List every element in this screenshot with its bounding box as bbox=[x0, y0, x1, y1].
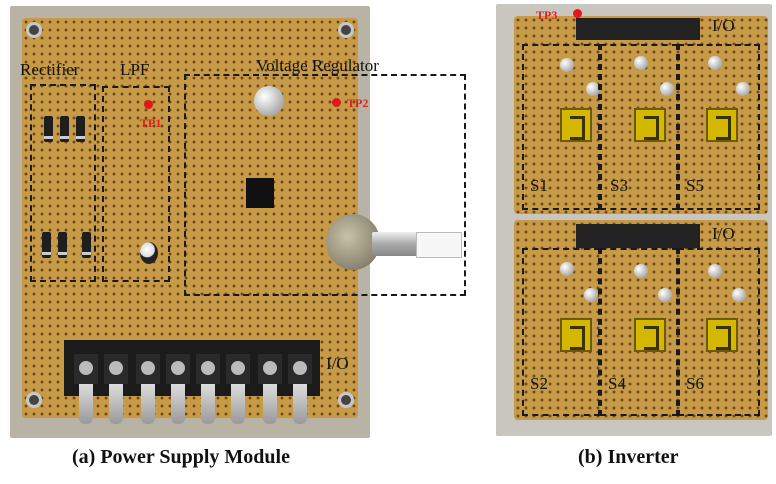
screw-terminal-icon bbox=[104, 354, 128, 384]
screw-terminal-icon bbox=[258, 354, 282, 384]
terminal-lug-icon bbox=[201, 384, 215, 424]
relay-icon bbox=[634, 108, 666, 142]
screw-terminal-icon bbox=[136, 354, 160, 384]
diode-icon bbox=[60, 116, 69, 142]
switch-box-s4 bbox=[600, 248, 678, 416]
relay-icon bbox=[706, 108, 738, 142]
transistor-can-icon bbox=[660, 82, 674, 96]
mount-hole-icon bbox=[26, 392, 42, 408]
relay-icon bbox=[560, 318, 592, 352]
caption-b: (b) Inverter bbox=[578, 446, 679, 468]
switch-label-s5: S5 bbox=[686, 176, 704, 195]
potentiometer-shaft-icon bbox=[372, 232, 418, 256]
tp3-label: TP3 bbox=[536, 8, 558, 22]
knob-icon bbox=[416, 232, 462, 258]
diode-icon bbox=[76, 116, 85, 142]
rectifier-box bbox=[30, 84, 96, 282]
caption-a: (a) Power Supply Module bbox=[72, 446, 290, 468]
relay-icon bbox=[560, 108, 592, 142]
transistor-can-icon bbox=[736, 82, 750, 96]
lpf-box bbox=[102, 86, 170, 282]
switch-box-s3 bbox=[600, 44, 678, 210]
switch-label-s4: S4 bbox=[608, 374, 626, 393]
test-point-marker bbox=[332, 98, 341, 107]
terminal-lug-icon bbox=[263, 384, 277, 424]
transistor-can-icon bbox=[634, 56, 648, 70]
tp2-label: TP2 bbox=[347, 96, 369, 110]
terminal-lug-icon bbox=[231, 384, 245, 424]
tp1-label: TP1 bbox=[140, 116, 162, 130]
switch-box-s5 bbox=[678, 44, 760, 210]
screw-terminal-icon bbox=[166, 354, 190, 384]
voltage-regulator-box bbox=[184, 74, 466, 296]
transistor-can-icon bbox=[708, 56, 722, 70]
transistor-can-icon bbox=[658, 288, 672, 302]
switch-box-s1 bbox=[522, 44, 600, 210]
diode-icon bbox=[42, 232, 51, 258]
inverter-io-bottom-label: I/O bbox=[712, 224, 735, 243]
switch-box-s6 bbox=[678, 248, 760, 416]
transistor-can-icon bbox=[560, 58, 574, 72]
transistor-can-icon bbox=[586, 82, 600, 96]
terminal-lug-icon bbox=[171, 384, 185, 424]
switch-label-s6: S6 bbox=[686, 374, 704, 393]
test-point-marker bbox=[573, 9, 582, 18]
diode-icon bbox=[82, 232, 91, 258]
transistor-can-icon bbox=[732, 288, 746, 302]
ic-chip-icon bbox=[246, 178, 274, 208]
screw-terminal-icon bbox=[226, 354, 250, 384]
transistor-can-icon bbox=[708, 264, 722, 278]
diode-icon bbox=[58, 232, 67, 258]
switch-label-s3: S3 bbox=[610, 176, 628, 195]
diode-icon bbox=[44, 116, 53, 142]
terminal-lug-icon bbox=[293, 384, 307, 424]
switch-label-s1: S1 bbox=[530, 176, 548, 195]
mount-hole-icon bbox=[26, 22, 42, 38]
rectifier-label: Rectifier bbox=[20, 60, 80, 79]
test-point-marker bbox=[144, 100, 153, 109]
mount-hole-icon bbox=[338, 392, 354, 408]
screw-terminal-icon bbox=[74, 354, 98, 384]
capacitor-icon bbox=[140, 242, 158, 264]
lpf-label: LPF bbox=[120, 60, 150, 79]
transistor-can-icon bbox=[634, 264, 648, 278]
terminal-lug-icon bbox=[141, 384, 155, 424]
transistor-can-icon bbox=[254, 86, 284, 116]
transistor-can-icon bbox=[584, 288, 598, 302]
potentiometer-icon bbox=[326, 214, 380, 270]
voltage-regulator-label: Voltage Regulator bbox=[256, 56, 379, 75]
screw-terminal-icon bbox=[196, 354, 220, 384]
terminal-strip-bottom bbox=[576, 224, 700, 248]
relay-icon bbox=[634, 318, 666, 352]
terminal-lug-icon bbox=[79, 384, 93, 424]
terminal-strip-top bbox=[576, 18, 700, 40]
terminal-lug-icon bbox=[109, 384, 123, 424]
switch-box-s2 bbox=[522, 248, 600, 416]
switch-label-s2: S2 bbox=[530, 374, 548, 393]
screw-terminal-icon bbox=[288, 354, 312, 384]
relay-icon bbox=[706, 318, 738, 352]
psu-io-label: I/O bbox=[326, 354, 349, 373]
transistor-can-icon bbox=[560, 262, 574, 276]
mount-hole-icon bbox=[338, 22, 354, 38]
inverter-io-top-label: I/O bbox=[712, 16, 735, 35]
